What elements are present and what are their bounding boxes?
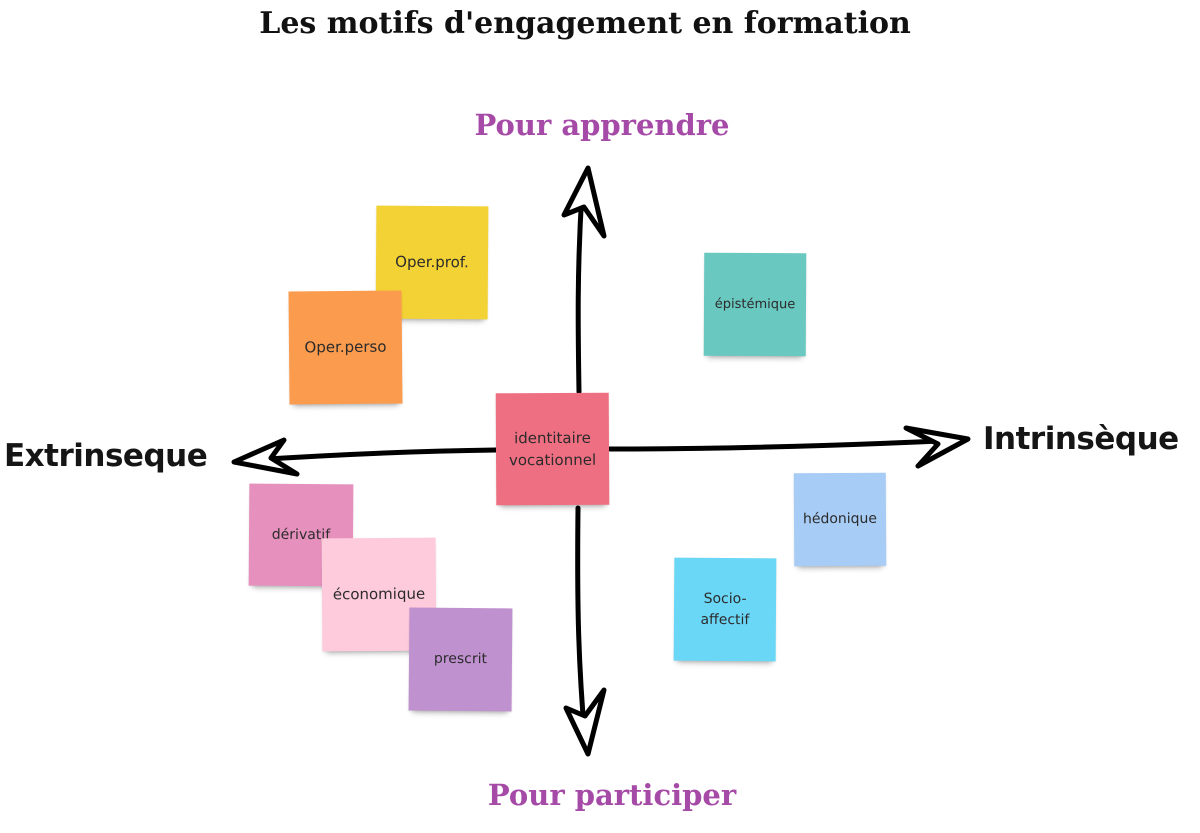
vertical-axis-line [575,189,585,395]
note-label: prescrit [433,650,488,668]
sticky-note-prescrit[interactable]: prescrit [408,607,513,712]
axis-label-bottom: Pour participer [487,778,737,812]
note-label: économique [332,584,426,604]
horizontal-axis-line-right [607,438,943,452]
down-arrowhead [563,687,607,757]
sticky-note-socio-affectif[interactable]: Socio-affectif [673,557,777,662]
up-arrowhead [561,165,607,239]
note-label: Socio-affectif [700,590,750,628]
sticky-note-identitaire-vocationnel[interactable]: identitaire vocationnel [495,392,610,506]
axis-label-top: Pour apprendre [474,108,730,142]
sticky-note-epistemique[interactable]: épistémique [703,252,807,357]
axis-label-left: Extrinseque [4,438,208,474]
left-arrowhead [231,437,300,477]
sticky-note-hedonique[interactable]: hédonique [793,472,887,567]
note-label: identitaire vocationnel [508,428,597,470]
vertical-axis-line-lower [575,505,588,743]
note-label: hédonique [802,510,878,528]
right-arrowhead [903,425,971,469]
diagram-title: Les motifs d'engagement en formation [259,6,911,41]
sticky-note-oper-perso[interactable]: Oper.perso [288,290,403,405]
note-label: épistémique [714,296,796,312]
note-label: Oper.prof. [395,252,469,272]
note-label: Oper.perso [304,337,387,357]
horizontal-axis-line-left [249,447,499,463]
axis-label-right: Intrinsèque [983,421,1179,457]
